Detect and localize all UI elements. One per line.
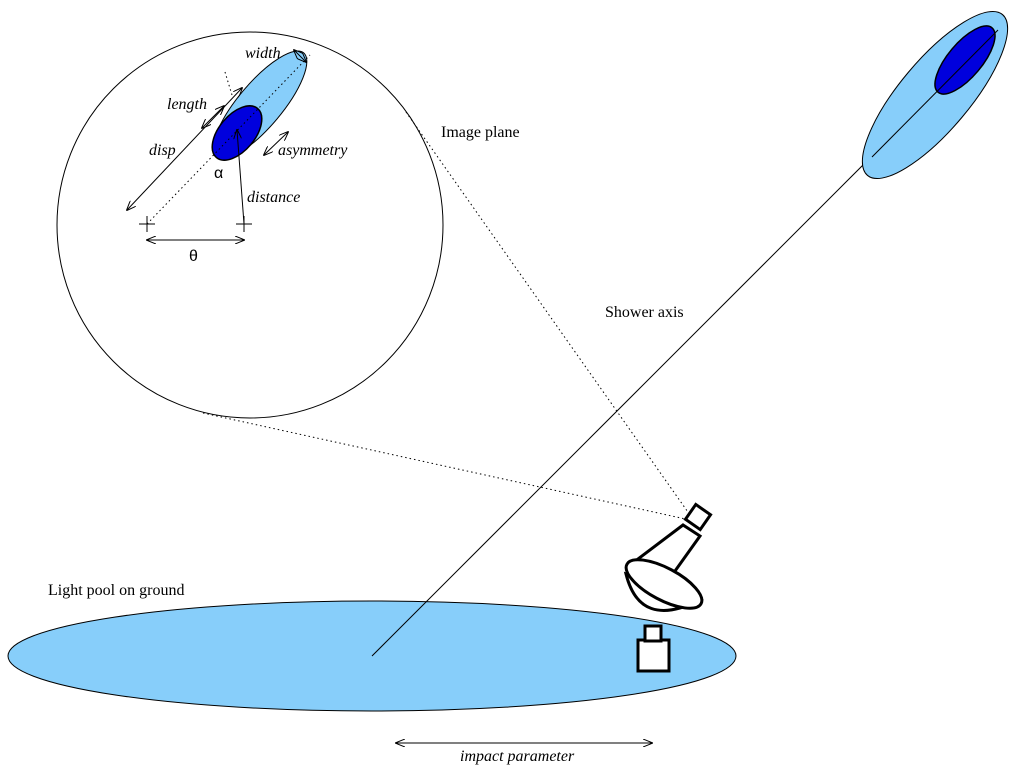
- label-impact-parameter: impact parameter: [460, 748, 575, 765]
- label-shower-axis: Shower axis: [605, 304, 684, 321]
- label-width: width: [245, 45, 281, 62]
- label-light-pool: Light pool on ground: [48, 582, 184, 599]
- asymmetry-arrow: [264, 132, 288, 155]
- label-disp: disp: [149, 142, 176, 159]
- label-asymmetry: asymmetry: [278, 142, 348, 159]
- label-alpha: α: [214, 165, 223, 182]
- label-distance: distance: [247, 189, 300, 206]
- projection-line-upper: [405, 111, 691, 516]
- projection-line-lower: [202, 412, 691, 521]
- label-theta: θ: [189, 248, 198, 265]
- label-length: length: [167, 96, 207, 113]
- width-arrow: [294, 50, 306, 62]
- distance-arrow: [237, 130, 245, 225]
- field-centre-cross: [139, 216, 155, 232]
- label-image-plane: Image plane: [441, 124, 520, 141]
- shower-ellipse: [861, 10, 1009, 180]
- length-arrow: [202, 106, 224, 128]
- telescope-icon: [623, 502, 713, 673]
